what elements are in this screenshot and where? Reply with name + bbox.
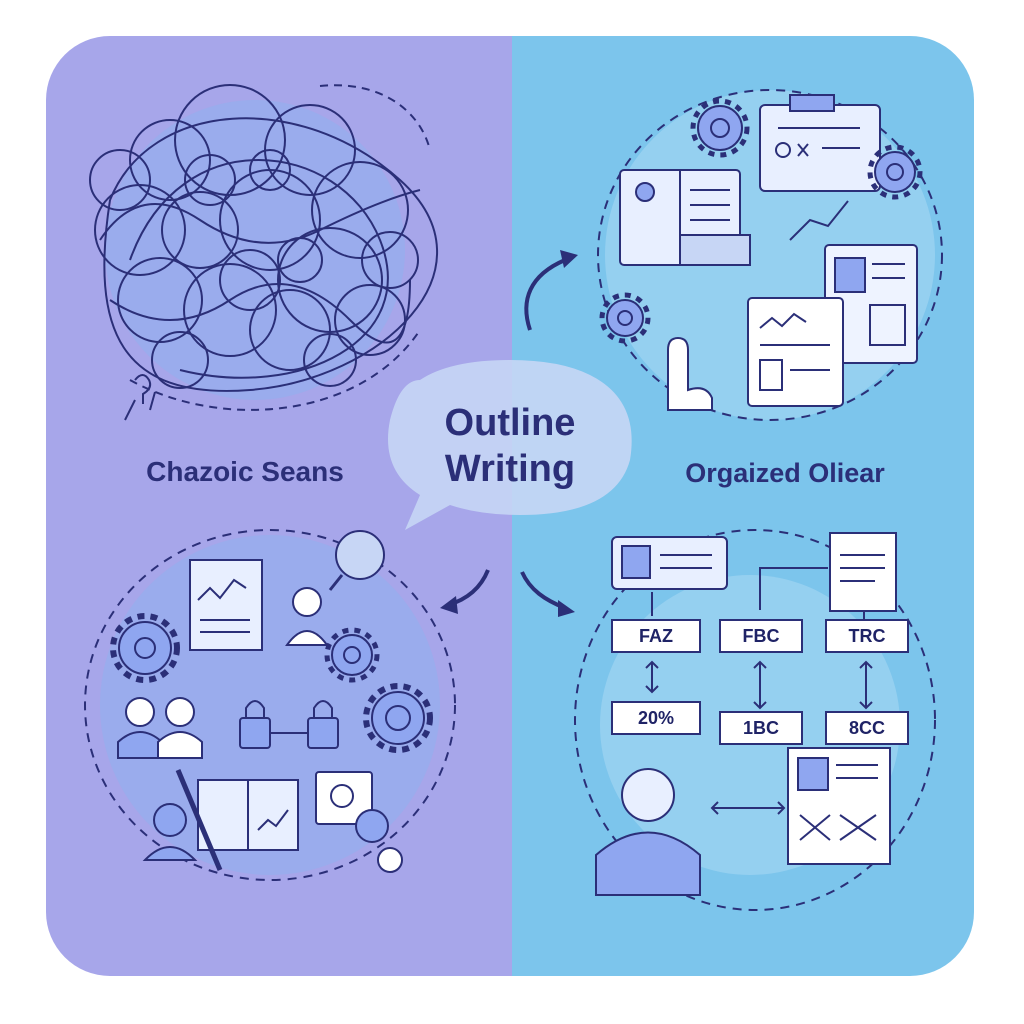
chart-icon <box>189 559 263 651</box>
document-icon <box>197 779 299 851</box>
lock-icon <box>239 700 339 749</box>
gear-icon <box>110 613 180 683</box>
center-title-line1: Outline <box>444 402 576 444</box>
organized-docs-group <box>597 89 943 421</box>
magnifier-icon <box>315 771 403 873</box>
gear-icon <box>690 98 750 158</box>
flow-node-label: TRC <box>848 626 886 646</box>
flowchart-group <box>574 529 936 911</box>
pointing-hand-icon <box>667 336 713 411</box>
flow-node-label: FAZ <box>639 626 673 646</box>
speech-bubble <box>388 360 632 530</box>
flow-node <box>611 619 909 745</box>
document-icon <box>759 94 881 192</box>
gear-icon <box>363 683 433 753</box>
document-icon <box>619 169 751 266</box>
document-icon <box>787 747 891 865</box>
flow-node-label: 1BC <box>742 718 779 738</box>
tangled-scribble-icon <box>89 84 438 421</box>
person-icon <box>117 697 203 759</box>
person-icon <box>595 768 701 896</box>
center-title: Outline Writing <box>392 400 628 492</box>
right-label: Orgaized Oliear <box>685 458 885 488</box>
id-card-icon <box>611 536 728 590</box>
left-label: Chazoic Seans <box>146 456 344 487</box>
document-icon <box>747 244 918 407</box>
magnifier-icon <box>328 530 385 591</box>
flow-node-label: FBC <box>742 626 780 646</box>
flow-node-label: 8CC <box>848 718 885 738</box>
person-icon <box>142 769 223 871</box>
center-title-line2: Writing <box>444 448 576 490</box>
flow-node-label: 20% <box>637 708 675 728</box>
gear-icon <box>867 144 923 200</box>
gear-icon <box>324 627 380 683</box>
document-icon <box>829 532 897 612</box>
mixed-icons-group <box>84 529 456 881</box>
gear-icon <box>599 292 651 344</box>
person-icon <box>285 587 329 646</box>
